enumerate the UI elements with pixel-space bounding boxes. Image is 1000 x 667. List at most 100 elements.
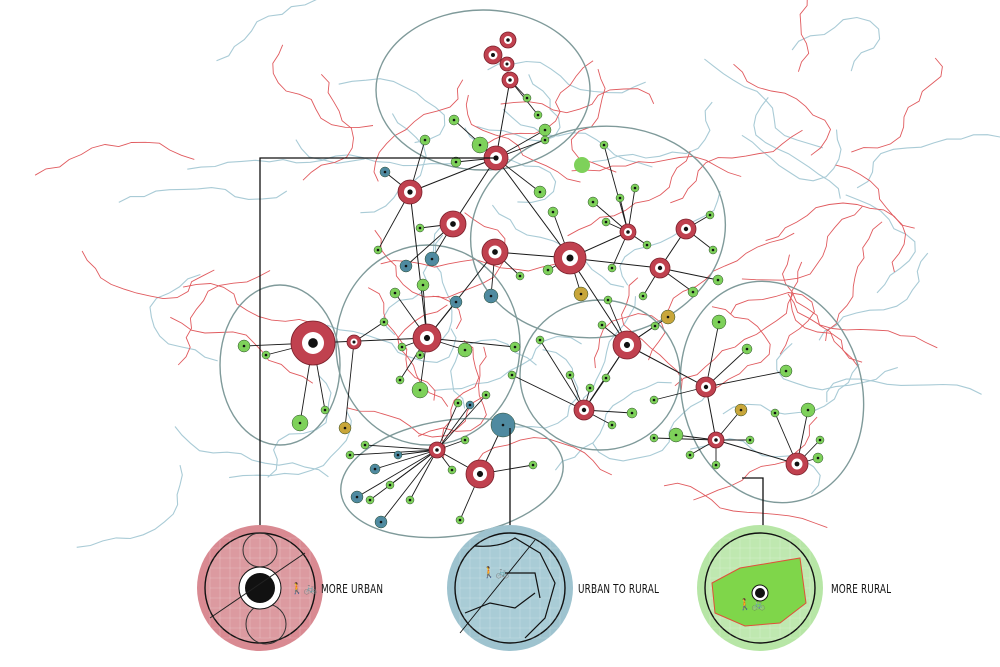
urban-node: [553, 241, 587, 275]
node-core: [430, 257, 434, 261]
node-core: [816, 456, 820, 460]
urban-node-core: [308, 338, 318, 348]
legend-circle-urban: 🚶🚲: [197, 525, 323, 651]
road-line: [209, 552, 306, 619]
node-core: [408, 498, 412, 502]
node-core: [543, 138, 547, 142]
node-core: [376, 248, 380, 252]
node-link: [364, 444, 438, 451]
node-core: [630, 411, 634, 415]
node-core: [610, 266, 614, 270]
node-core: [450, 468, 454, 472]
node-core: [641, 294, 645, 298]
urban-node-core: [626, 230, 630, 234]
road-line: [741, 206, 863, 281]
river-line: [554, 381, 672, 471]
node-core: [454, 300, 458, 304]
river-line: [187, 158, 365, 170]
hub-link: [426, 251, 496, 339]
hub-link: [569, 257, 628, 346]
road-line: [664, 232, 795, 318]
river-line: [502, 108, 653, 168]
urban-node-core: [505, 62, 509, 66]
road-line: [790, 261, 859, 368]
node-core: [242, 344, 246, 348]
river-line: [487, 60, 646, 94]
urban-node-core: [506, 38, 510, 42]
road-line: [476, 437, 612, 476]
road-line: [346, 395, 485, 438]
road-line: [782, 254, 863, 363]
hub-link: [495, 157, 571, 259]
river-line: [503, 349, 579, 429]
cluster-outline: [469, 125, 727, 339]
node-link: [344, 341, 355, 429]
node-core: [418, 353, 422, 357]
node-core: [745, 347, 749, 351]
node-core: [653, 324, 657, 328]
legend-circle-transition: 🚶🚲: [447, 525, 573, 651]
urban-node-core: [352, 340, 356, 344]
node-core: [396, 453, 400, 457]
road-network: [34, 0, 943, 529]
node-link: [436, 402, 459, 451]
river-line: [791, 16, 881, 72]
node-core: [688, 453, 692, 457]
node-core: [588, 386, 592, 390]
urban-node: [499, 56, 515, 72]
road-line: [459, 539, 536, 634]
urban-node: [439, 210, 467, 238]
node-core: [398, 378, 402, 382]
hub-link: [409, 157, 497, 193]
urban-node: [465, 459, 495, 489]
urban-node-core: [435, 448, 439, 452]
legend-circles: 🚶🚲🚶🚲🚶🚲: [197, 525, 823, 651]
rural-node: [574, 157, 590, 173]
urban-node: [695, 376, 717, 398]
node-core: [452, 118, 456, 122]
node-core: [784, 369, 788, 373]
hub-link: [626, 344, 707, 388]
road-line: [570, 68, 617, 173]
node-core: [525, 96, 529, 100]
callout-urban: [259, 157, 496, 528]
legend-label-more-urban: MORE URBAN: [321, 582, 384, 596]
river-line: [360, 113, 427, 214]
urban-node: [573, 399, 595, 421]
node-core: [602, 143, 606, 147]
node-core: [501, 423, 505, 427]
urban-node: [675, 218, 697, 240]
node-link: [380, 449, 438, 523]
river-line: [592, 391, 710, 462]
road-line: [835, 164, 906, 273]
node-core: [421, 283, 425, 287]
node-core: [393, 291, 397, 295]
urban-node-core: [566, 254, 574, 262]
node-core: [579, 292, 583, 296]
node-link: [705, 370, 787, 388]
walk-bike-icon: 🚶🚲: [290, 582, 318, 595]
legend-label-more-rural: MORE RURAL: [831, 582, 892, 596]
cluster-outline: [340, 417, 564, 539]
node-core: [489, 294, 493, 298]
node-link: [653, 437, 717, 441]
road-line: [571, 155, 742, 177]
node-link: [374, 449, 438, 470]
road-line: [302, 73, 354, 181]
cluster-outline: [375, 9, 591, 171]
urban-node: [483, 45, 503, 65]
parcel-outlines: [464, 537, 556, 639]
node-core: [645, 243, 649, 247]
road-line: [177, 270, 271, 366]
road-line: [34, 141, 195, 176]
river-network: [76, 0, 1000, 548]
urban-node: [346, 334, 362, 350]
river-line: [76, 464, 183, 548]
node-core: [456, 401, 460, 405]
river-line: [826, 378, 982, 403]
road-line: [851, 57, 943, 153]
road-line: [663, 482, 828, 529]
river-line: [776, 342, 898, 391]
node-core: [484, 393, 488, 397]
